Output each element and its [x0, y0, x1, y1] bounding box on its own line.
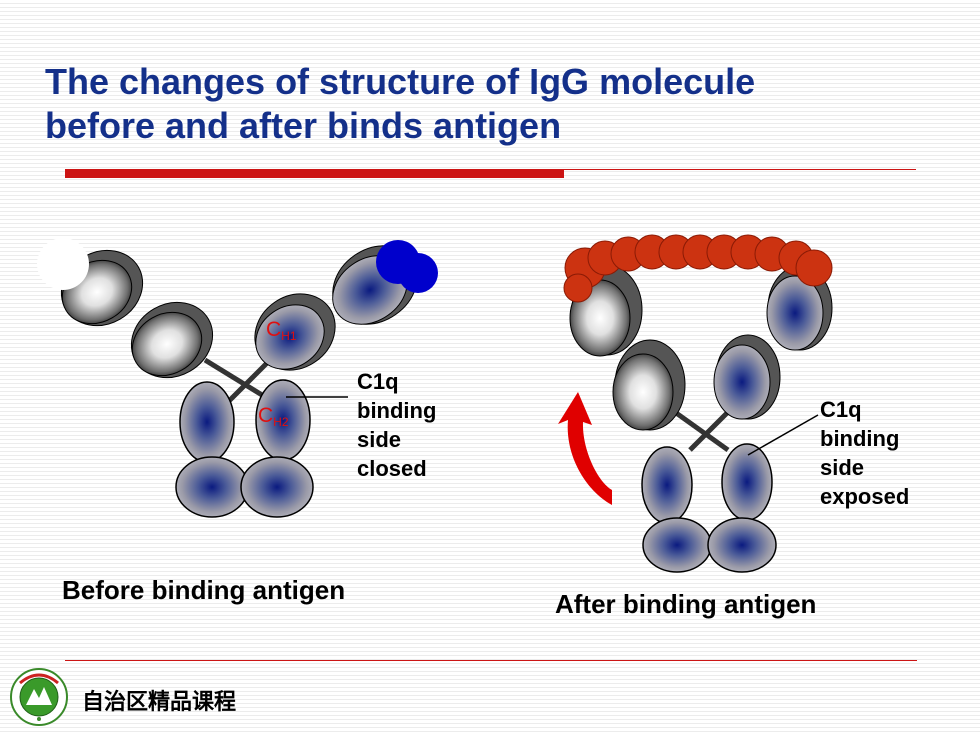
title-underline-thin — [564, 169, 916, 170]
left-igg-molecule — [37, 238, 438, 518]
university-seal-icon — [10, 668, 68, 726]
left-c1q-note: C1q binding side closed — [357, 369, 437, 481]
slide-title: The changes of structure of IgG molecule… — [45, 60, 945, 148]
left-fc — [175, 379, 314, 518]
title-underline-thick — [65, 169, 564, 178]
right-c1q-note: C1q binding side exposed — [820, 397, 910, 509]
right-fab-right — [713, 265, 833, 420]
ch1-label: CH1 — [266, 318, 297, 343]
rotation-arrow-icon — [558, 392, 612, 505]
title-line-1: The changes of structure of IgG molecule — [45, 61, 756, 102]
title-line-2: before and after binds antigen — [45, 105, 562, 146]
right-caption: After binding antigen — [555, 589, 817, 619]
right-igg-molecule — [558, 234, 833, 573]
footer-rule — [65, 660, 917, 661]
white-antigen-icon — [37, 238, 89, 290]
right-fc — [641, 443, 777, 573]
ch2-label: CH2 — [258, 404, 289, 429]
red-antigen-chain-icon — [563, 234, 833, 303]
footer-course-label: 自治区精品课程 — [82, 690, 237, 715]
blue-antigen-icon — [376, 240, 438, 293]
left-caption: Before binding antigen — [62, 575, 346, 605]
